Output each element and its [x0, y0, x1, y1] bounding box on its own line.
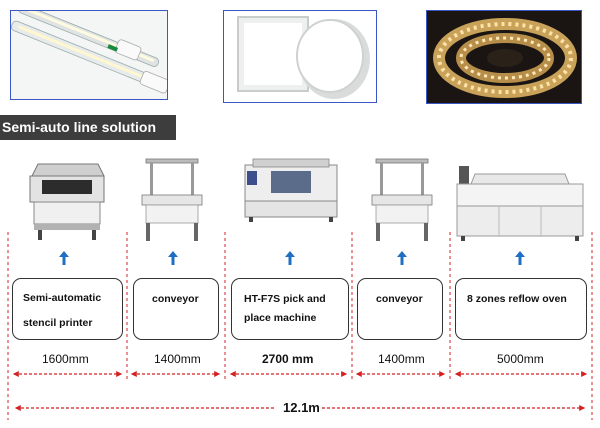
stencil-printer-machine	[28, 160, 108, 247]
stencil-printer-label-line2: stencil printer	[23, 317, 93, 329]
stencil-printer-label-line1: Semi-automatic	[23, 292, 102, 304]
conveyor-machine-2	[370, 157, 434, 248]
stencil-printer-length: 1600mm	[42, 352, 89, 366]
section-title-banner: Semi-auto line solution	[0, 115, 176, 140]
pick-and-place-length: 2700 mm	[262, 352, 314, 366]
conveyor-1-length: 1400mm	[154, 352, 201, 366]
conveyor-2-length: 1400mm	[378, 352, 425, 366]
stencil-printer-label-box: Semi-automatic stencil printer	[12, 278, 123, 340]
led-tube-light-photo	[10, 10, 168, 100]
up-arrow-icon	[515, 251, 525, 265]
conveyor-2-label: conveyor	[376, 293, 423, 305]
up-arrow-icon	[168, 251, 178, 265]
up-arrow-icon	[285, 251, 295, 265]
led-tube-illustration	[11, 11, 167, 99]
conveyor-machine-1	[140, 157, 204, 248]
pick-and-place-label-box: HT-F7S pick and place machine	[231, 278, 349, 340]
up-arrow-icon	[59, 251, 69, 265]
pick-and-place-label-line1: HT-F7S pick and	[244, 293, 326, 305]
reflow-oven-label: 8 zones reflow oven	[467, 293, 567, 305]
reflow-oven-machine	[455, 158, 585, 247]
conveyor-1-label: conveyor	[152, 293, 199, 305]
reflow-oven-label-box: 8 zones reflow oven	[455, 278, 587, 340]
led-strip-illustration	[427, 11, 581, 103]
led-panel-illustration	[224, 11, 376, 102]
pick-and-place-label-line2: place machine	[244, 312, 317, 324]
up-arrow-icon	[397, 251, 407, 265]
pick-and-place-machine	[243, 157, 339, 228]
conveyor-2-label-box: conveyor	[357, 278, 443, 340]
led-panel-light-photo	[223, 10, 377, 103]
conveyor-1-label-box: conveyor	[133, 278, 219, 340]
reflow-oven-length: 5000mm	[497, 352, 544, 366]
led-strip-light-photo	[426, 10, 582, 104]
total-length: 12.1m	[283, 400, 320, 415]
